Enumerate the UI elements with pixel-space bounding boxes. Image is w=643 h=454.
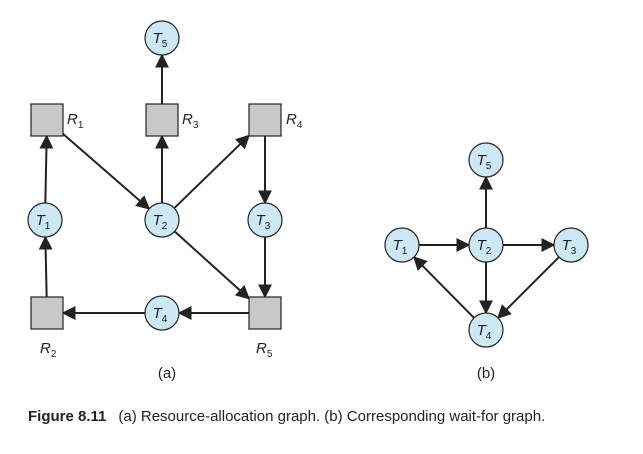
b-thread-t1: T1 (384, 227, 420, 263)
a-resource-r5: R5 (248, 296, 282, 360)
b-edge-t4-t1 (412, 256, 475, 319)
b-thread-t4: T4 (468, 312, 504, 348)
resource-label: R3 (182, 111, 199, 131)
a-resource-r4: R4 (248, 103, 303, 137)
a-thread-t1: T1 (27, 202, 63, 238)
a-resource-r2: R2 (30, 296, 64, 360)
a-edge-t1-r1 (39, 134, 54, 204)
panel-label-b: (b) (477, 365, 495, 382)
b-thread-t2: T2 (468, 227, 504, 263)
figure-number: Figure 8.11 (28, 408, 107, 425)
a-resource-r1: R1 (30, 103, 84, 137)
resource-label: R4 (286, 111, 303, 131)
a-edge-r2-t1 (38, 235, 53, 298)
b-edge-t3-t4 (497, 256, 560, 319)
a-thread-t4: T4 (144, 295, 180, 331)
a-edge-r1-t2 (62, 133, 151, 210)
resource-label: R1 (67, 111, 84, 131)
panel-label-a: (a) (158, 365, 176, 382)
caption-text: (a) Resource-allocation graph. (b) Corre… (118, 408, 546, 425)
a-edge-t2-r5 (173, 230, 251, 300)
resource-label: R5 (256, 340, 273, 360)
figure-caption: Figure 8.11 (a) Resource-allocation graph… (28, 408, 545, 425)
a-edge-t2-r4 (173, 134, 251, 209)
edges-layer (38, 53, 560, 320)
resource-label: R2 (40, 340, 57, 360)
b-thread-t5: T5 (468, 142, 504, 178)
a-thread-t3: T3 (247, 202, 283, 238)
b-thread-t3: T3 (553, 227, 589, 263)
a-thread-t2: T2 (144, 202, 180, 238)
a-thread-t5: T5 (144, 20, 180, 56)
a-resource-r3: R3 (145, 103, 199, 137)
